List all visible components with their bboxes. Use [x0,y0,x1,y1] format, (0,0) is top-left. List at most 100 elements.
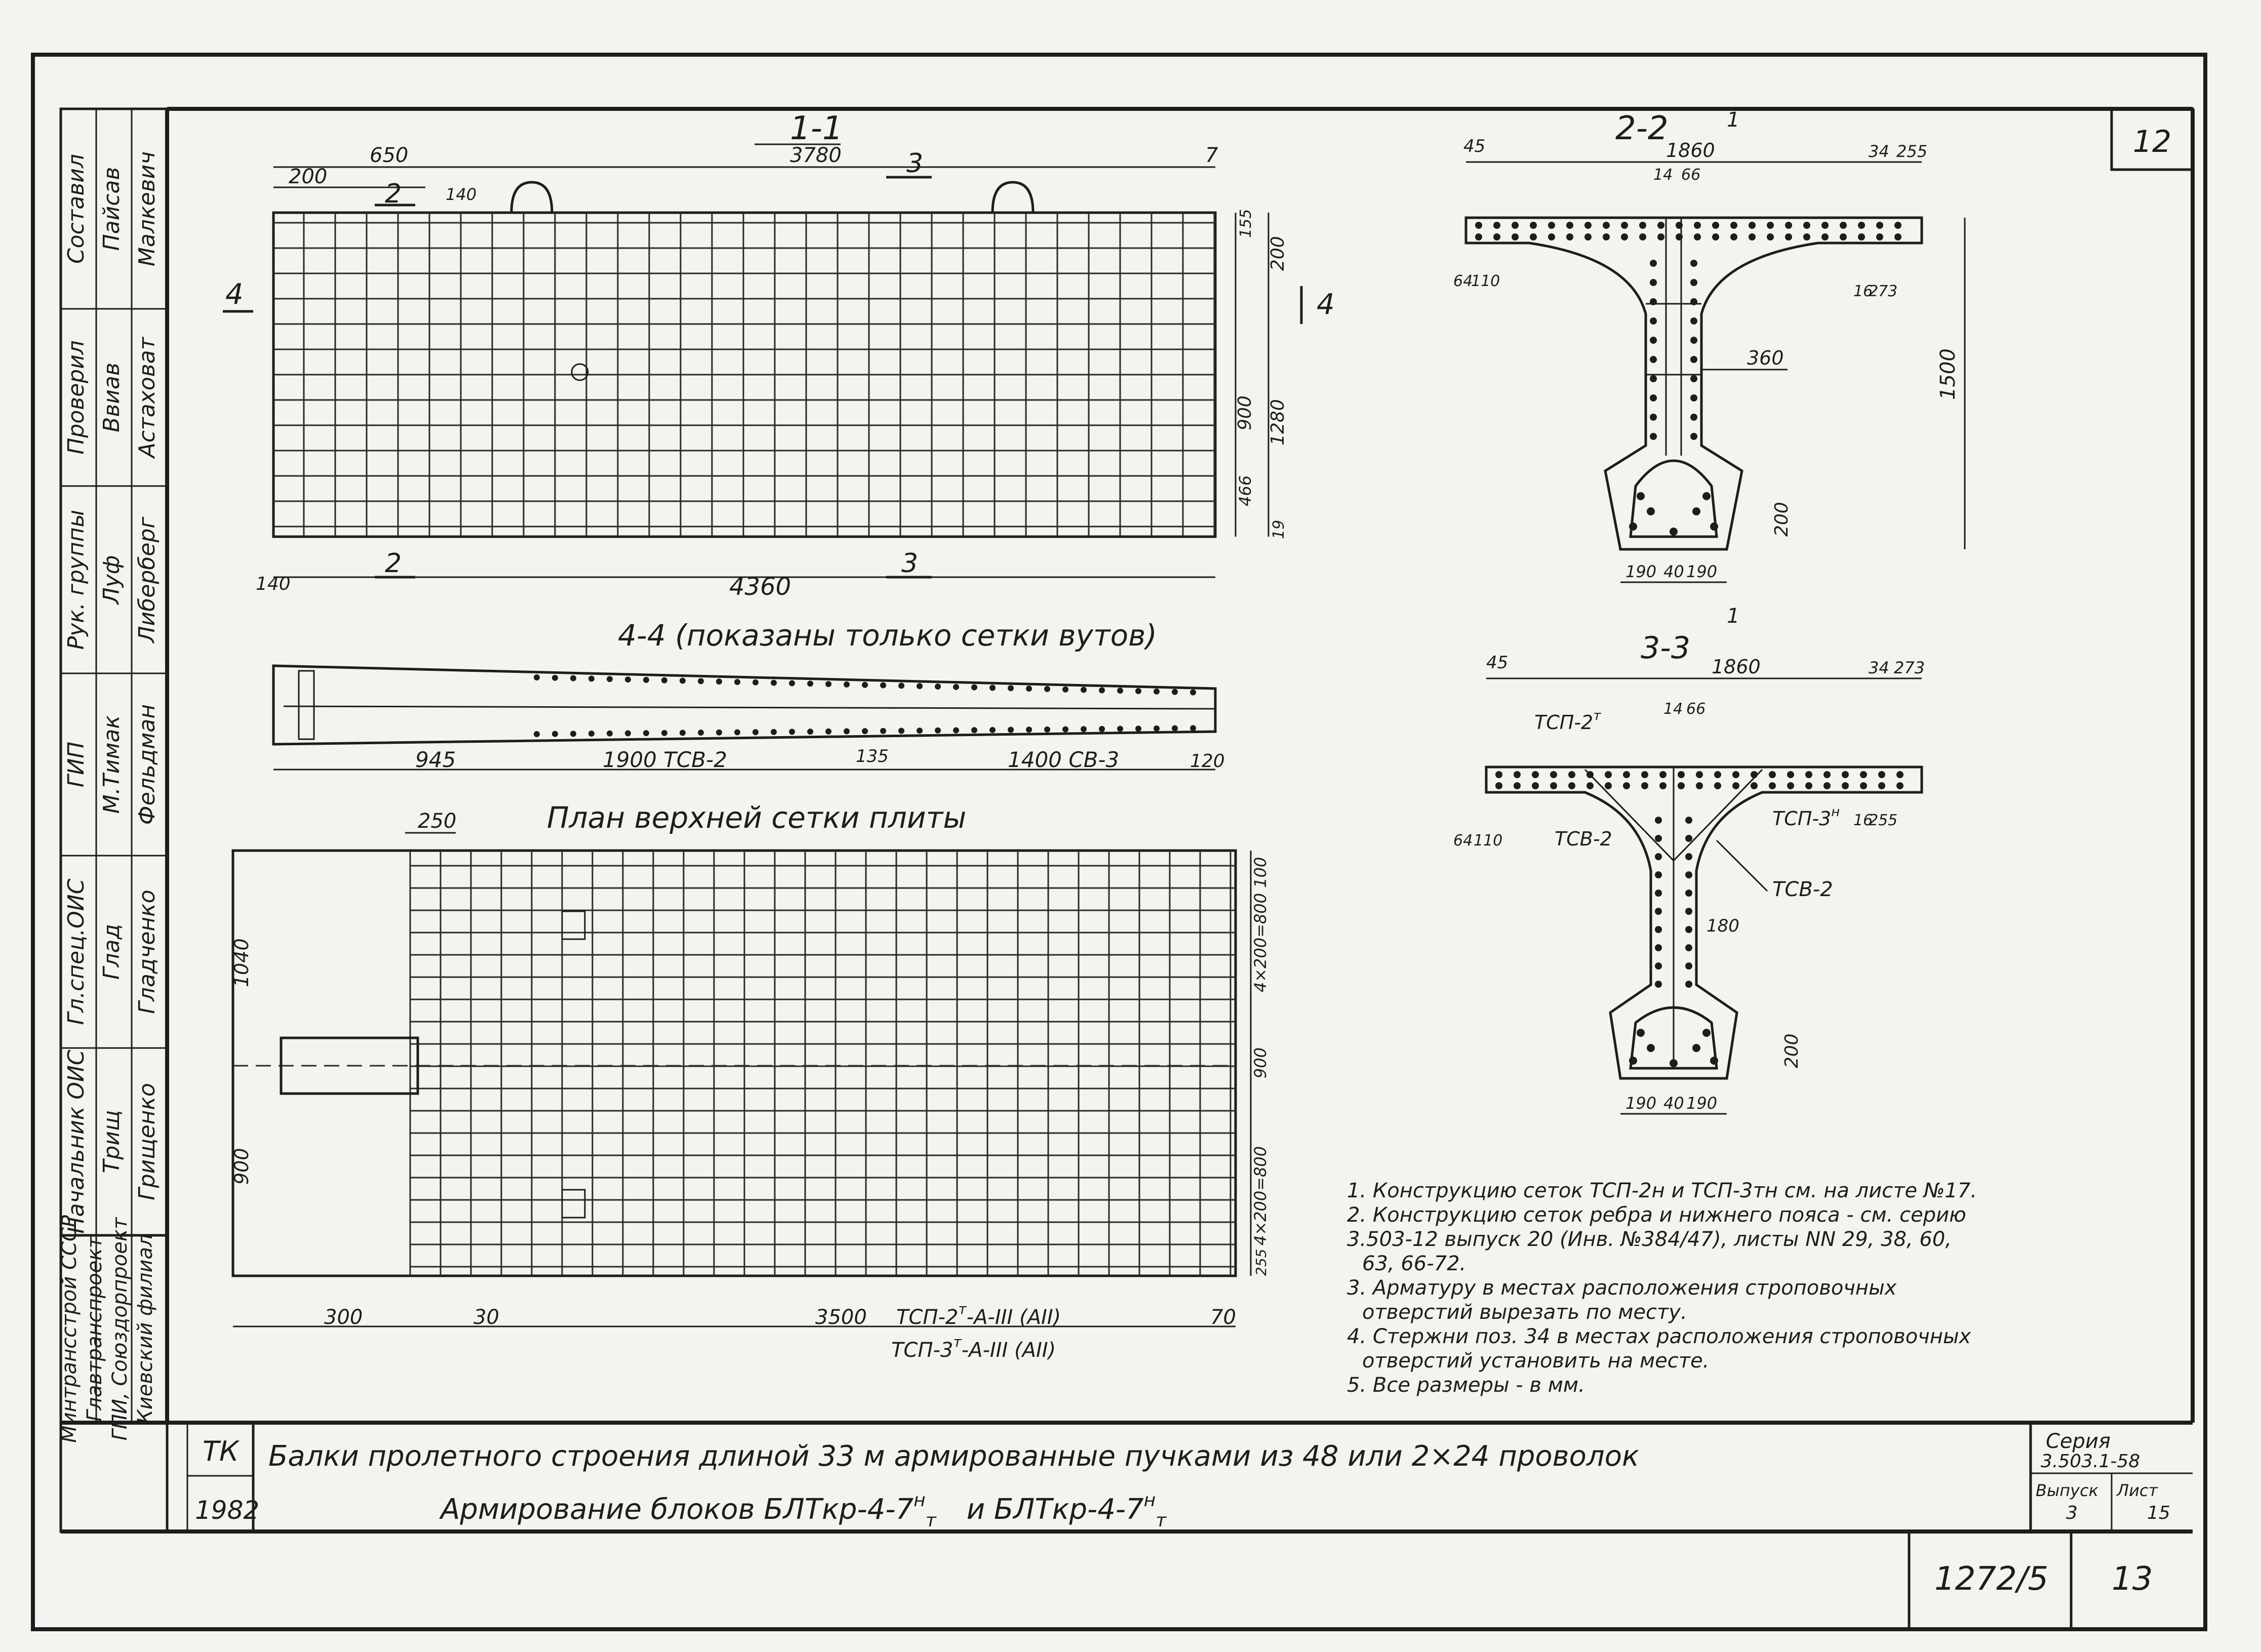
stamp-name: Астаховат [134,336,160,459]
stamp-name: Малкевич [134,151,160,266]
stamp-role: Рук. группы [63,510,89,650]
svg-text:2: 2 [385,548,402,579]
svg-text:1860: 1860 [1666,139,1715,162]
issue-label: Выпуск [2036,1481,2099,1500]
svg-text:40: 40 [1663,562,1684,581]
series-label: Серия [2046,1430,2111,1453]
svg-text:110: 110 [1471,272,1500,290]
svg-text:255: 255 [1896,142,1927,161]
svg-text:200: 200 [1267,236,1288,271]
svg-text:4360: 4360 [729,573,791,601]
svg-text:3500: 3500 [815,1306,867,1329]
svg-text:3: 3 [901,548,918,579]
stamp-signature: Ввиав [99,362,125,432]
stamp-role: Гл.спец.ОИС [63,878,89,1025]
svg-text:1500: 1500 [1936,348,1960,400]
section-3-3-title: 3-3 [1641,630,1690,666]
bottom-sheet-number: 13 [2112,1560,2153,1598]
side-stamp [59,107,169,1533]
svg-text:70: 70 [1210,1306,1236,1329]
svg-text:1: 1 [1727,605,1739,628]
svg-text:650: 650 [370,144,408,167]
svg-text:66: 66 [1686,700,1705,718]
svg-text:273: 273 [1894,658,1925,677]
svg-text:200: 200 [289,165,327,188]
svg-text:ТСВ-2: ТСВ-2 [1772,878,1833,901]
note-line: 4. Стержни поз. 34 в местах расположения… [1347,1325,1971,1348]
stamp-name: Либерберг [134,516,160,644]
title-line-1: Балки пролетного строения длиной 33 м ар… [268,1440,1639,1473]
view-4-4-title: 4-4 (показаны только сетки вутов) [618,618,1157,653]
svg-text:140: 140 [446,185,477,204]
svg-text:4: 4 [225,278,244,311]
section-2-2: 2-2 45 1860 34 255 14 66 64 110 16 273 3… [1453,108,1966,628]
stamp-role: Составил [63,154,89,264]
outer-frame [31,53,2207,1631]
svg-text:40: 40 [1663,1094,1684,1113]
svg-text:300: 300 [324,1306,363,1329]
svg-text:34: 34 [1869,142,1889,161]
note-line: 3. Арматуру в местах расположения стропо… [1347,1276,1897,1300]
svg-text:45: 45 [1486,653,1508,673]
stamp-signature: Луф [99,555,125,606]
stamp-role: Проверил [63,340,89,455]
note-line: 5. Все размеры - в мм. [1347,1374,1585,1397]
svg-text:255: 255 [1253,1249,1270,1276]
note-line: отверстий вырезать по месту. [1362,1301,1687,1324]
svg-text:14: 14 [1653,166,1673,184]
view-plan-top-mesh: План верхней сетки плиты 250 1040 900 30… [230,800,1270,1362]
svg-text:900: 900 [1235,395,1255,430]
sheet-number: 12 [2133,124,2171,159]
stamp-signature: Трищ [99,1110,125,1174]
plan-title: План верхней сетки плиты [547,800,966,835]
svg-text:16: 16 [1853,812,1873,829]
svg-text:7: 7 [1205,144,1218,167]
svg-text:1400 СВ-3: 1400 СВ-3 [1008,747,1119,772]
svg-text:30: 30 [473,1306,499,1329]
svg-text:66: 66 [1681,166,1700,184]
stamp-role: ГИП [63,742,89,788]
svg-text:120: 120 [1190,751,1225,772]
section-2-2-title: 2-2 [1615,110,1669,147]
svg-text:155: 155 [1237,209,1255,238]
label-tsp3-section: ТСП-3н [1772,804,1840,830]
view-1-1: 1-1 3780 650 200 140 7 4360 140 155 200 … [223,110,1335,601]
svg-text:1280: 1280 [1267,399,1288,446]
stamp-org-line: Минтрансстрой СССР [58,1215,81,1443]
note-line: 2. Конструкцию сеток ребра и нижнего поя… [1347,1203,1966,1227]
stamp-role: Начальник ОИС [63,1050,89,1234]
stamp-signature: Глад [99,924,125,980]
section-3-3: 3-3 45 1860 34 273 14 66 ТСП-2т 64 110 Т… [1453,630,1925,1115]
svg-text:900: 900 [230,1148,253,1185]
svg-text:3780: 3780 [790,144,842,167]
svg-text:250: 250 [418,810,456,833]
svg-text:14: 14 [1663,700,1683,718]
svg-text:19: 19 [1270,520,1288,539]
svg-text:190: 190 [1686,1094,1717,1113]
sheet-label: Лист [2116,1481,2158,1500]
svg-text:255: 255 [1869,812,1897,829]
label-tsp2-section: ТСП-2т [1534,708,1601,734]
stamp-org-line: Главтранспроект [83,1236,106,1422]
svg-text:135: 135 [856,746,889,767]
note-line: 1. Конструкцию сеток ТСП-2н и ТСП-3тн см… [1347,1179,1977,1202]
svg-text:1900 ТСВ-2: 1900 ТСВ-2 [603,747,727,772]
svg-text:45: 45 [1463,136,1485,156]
svg-text:180: 180 [1707,916,1739,936]
view-4-4: 4-4 (показаны только сетки вутов) 945 19… [272,618,1225,772]
note-line: 63, 66-72. [1362,1252,1466,1275]
svg-text:3: 3 [906,148,923,179]
svg-text:16: 16 [1853,283,1873,300]
svg-text:34: 34 [1869,658,1889,677]
title-block [61,1421,2193,1629]
note-line: отверстий установить на месте. [1362,1349,1709,1373]
svg-text:4×200=800: 4×200=800 [1251,1146,1270,1245]
plan-label-tsp3: ТСП-3т-А-III (АII) [891,1334,1056,1362]
notes-block: 1. Конструкцию сеток ТСП-2н и ТСП-3тн см… [1347,1179,1977,1397]
stamp-name: Фельдман [134,704,160,825]
svg-text:1860: 1860 [1712,656,1761,678]
svg-text:ТСВ-2: ТСВ-2 [1555,828,1612,850]
